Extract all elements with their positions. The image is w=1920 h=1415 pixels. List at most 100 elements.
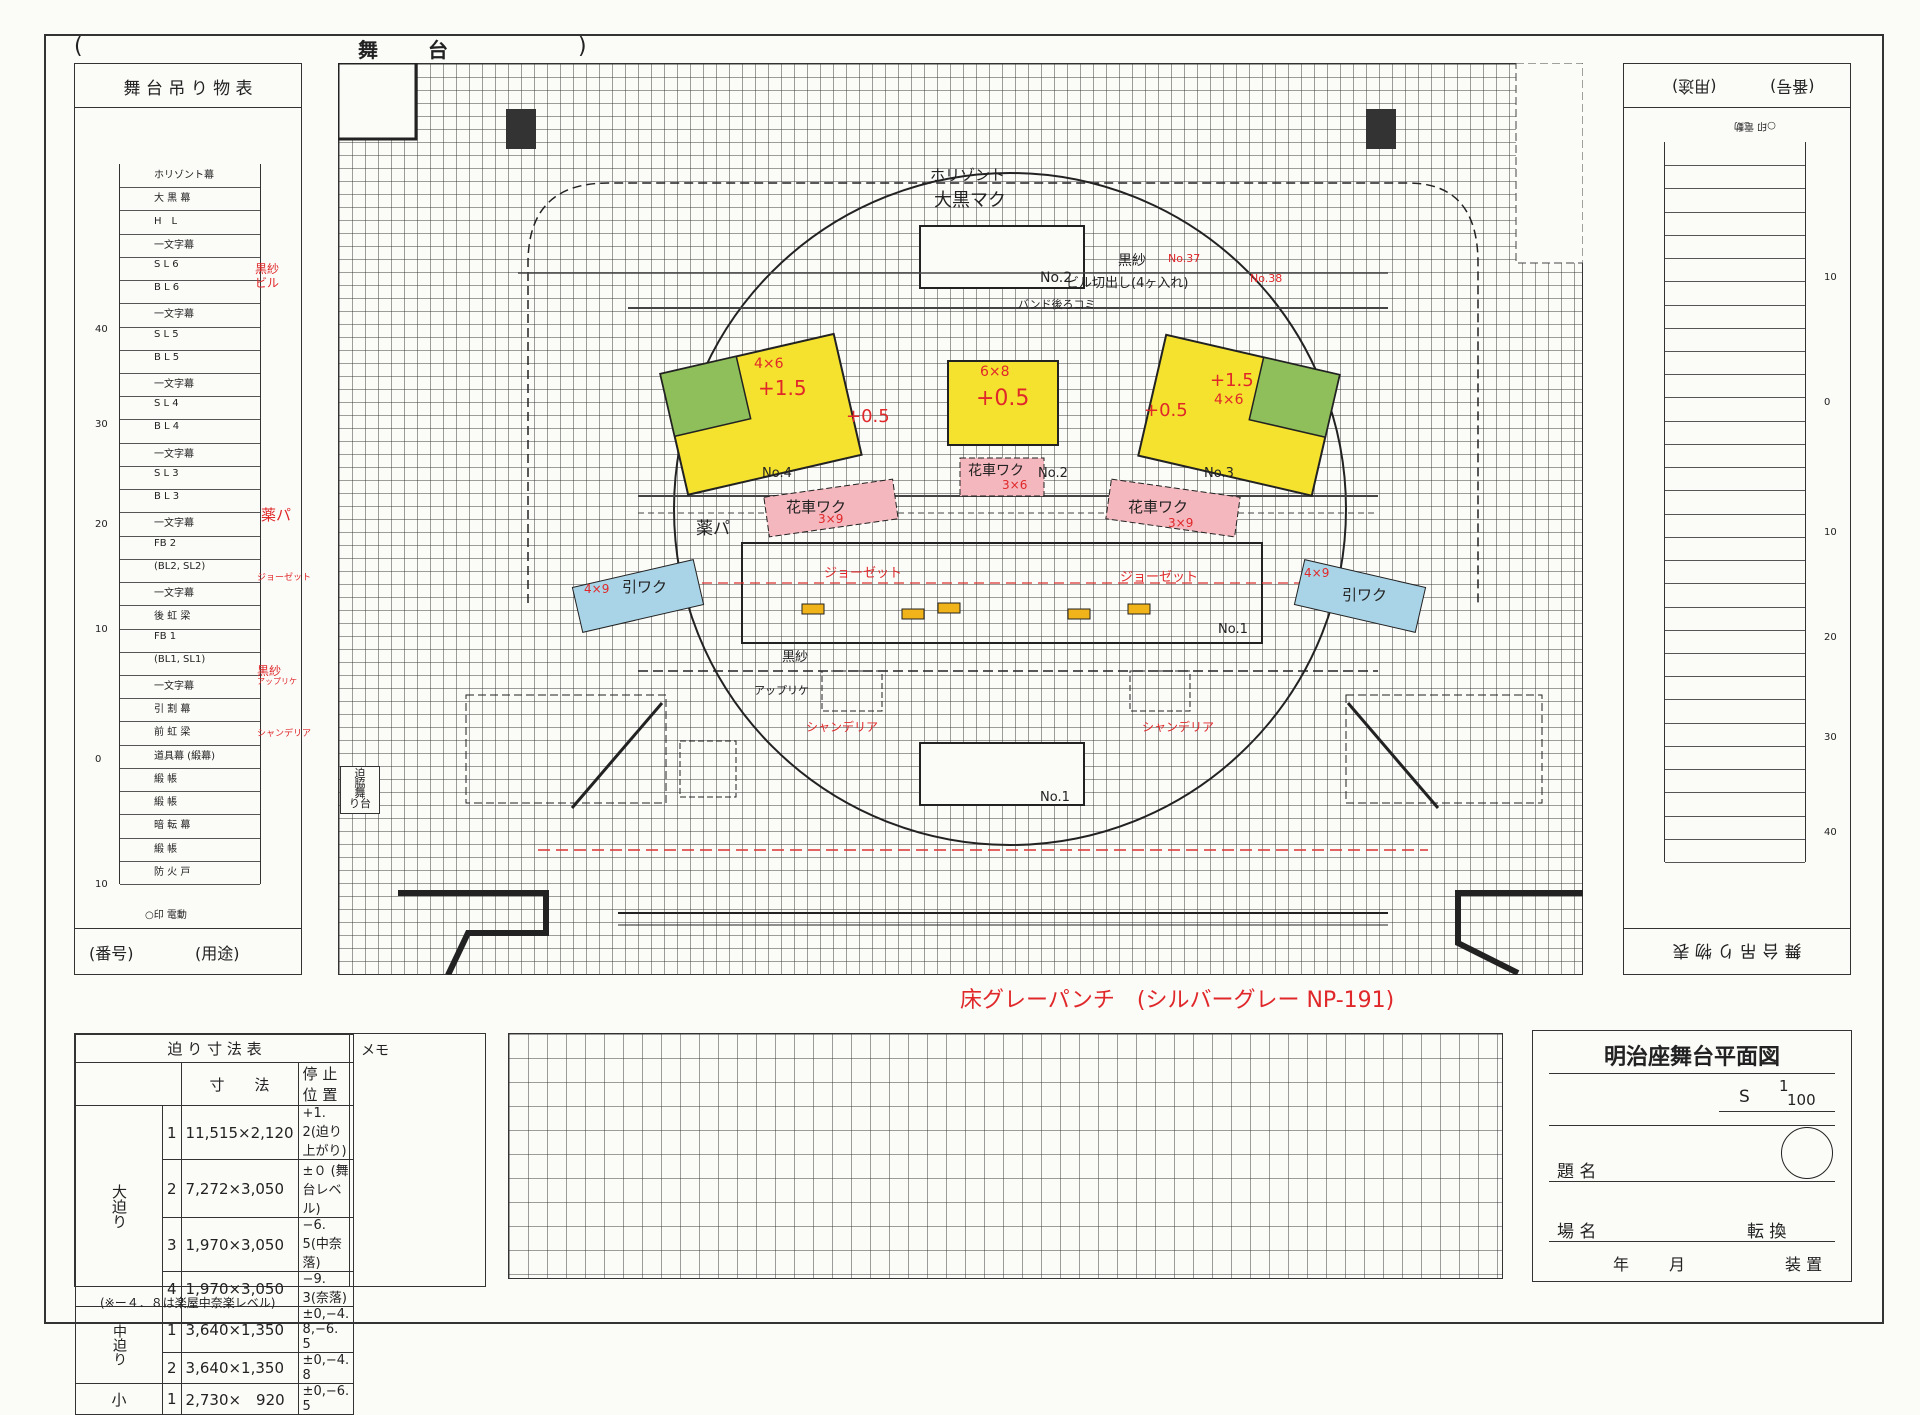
batten-row: 大 黒 幕 (120, 187, 260, 212)
label-hanaguruma-right-dims: 3×9 (1168, 516, 1194, 530)
header-close-paren: ) (578, 34, 587, 59)
drawing-sheet (44, 34, 1884, 1324)
group-label: 中迫り (75, 1306, 163, 1384)
label-horizont: ホリゾント (930, 166, 1006, 184)
label-no4: No.4 (762, 466, 792, 481)
batten-label: B L 4 (154, 421, 180, 433)
right-header-use: (用途) (1672, 77, 1717, 96)
batten-row (1665, 397, 1805, 422)
batten-row: FB 1 (120, 629, 260, 653)
batten-row: 緞 帳 (120, 768, 260, 793)
right-panel-title: 舞 台 吊 り 物 表 (1672, 940, 1802, 960)
batten-row: S L 5 (120, 327, 260, 351)
batten-label: S L 6 (154, 258, 179, 270)
row-stop: ±０ (舞台レベル) (297, 1159, 355, 1218)
group-label: 小 (75, 1383, 163, 1415)
hand-note-bill: ビル (255, 276, 280, 290)
header-title: 舞台 (358, 38, 498, 62)
label-hanaguruma-center: 花車ワク (968, 463, 1024, 479)
batten-row: (BL1, SL1) (120, 652, 260, 676)
scale-label: 0 (1824, 397, 1831, 408)
stage-plan-grid (338, 63, 1583, 975)
label-chandelier-right: シャンデリア (1142, 720, 1215, 734)
stage-pillar-left (506, 109, 536, 149)
batten-label: S L 5 (154, 328, 179, 340)
row-size: 3,640×1,350 (180, 1352, 299, 1384)
batten-label: 一文字幕 (154, 588, 194, 600)
label-no2-mid: No.2 (1038, 466, 1068, 481)
batten-row: S L 6 (120, 257, 260, 282)
row-stop: −9. 3(奈落) (297, 1271, 355, 1307)
cyclorama-dashed (527, 182, 1479, 603)
batten-label: ホリゾント幕 (154, 170, 214, 181)
right-header-number: (番号) (1770, 77, 1815, 96)
memo-label: メモ (361, 1043, 389, 1059)
label-kurosha-low: 黒紗 (782, 650, 809, 665)
batten-row: 前 虹 梁 (120, 721, 260, 746)
batten-label: 一文字幕 (154, 239, 194, 251)
row-number: 1 (162, 1105, 182, 1160)
batten-label: FB 2 (154, 537, 177, 549)
batten-label: 一文字幕 (154, 518, 194, 530)
seri-label: 迫 (354, 767, 366, 780)
batten-row (1665, 165, 1805, 190)
label-hanaguruma-left-dims: 3×9 (818, 512, 844, 526)
batten-label: (BL2, SL2) (154, 560, 206, 572)
hikiwaku-right (1293, 559, 1427, 633)
header-open-paren: ( (74, 34, 83, 59)
row-stop: ±0,−4. 8 (297, 1352, 355, 1384)
batten-row: 暗 転 幕 (120, 814, 260, 839)
stage-wall-left (338, 63, 418, 141)
batten-row (1665, 816, 1805, 840)
hand-note-kurosha2: 黒紗 (257, 664, 282, 678)
batten-row (1665, 537, 1805, 562)
floor-note: 床グレーパンチ (シルバーグレー NP-191) (960, 988, 1395, 1013)
batten-label: 一文字幕 (154, 680, 194, 692)
scale-label: 10 (1824, 272, 1837, 283)
batten-row: 一文字幕 (120, 675, 260, 700)
batten-label: FB 1 (154, 630, 177, 642)
dimension-table: 迫 り 寸 法 表 寸 法 停 止 位 置 大迫り 1 11,515×2,120… (74, 1034, 355, 1415)
hand-note-georgette: ジョーゼット (257, 573, 312, 583)
batten-row: 後 虹 梁 (120, 605, 260, 630)
group-label: 大迫り (75, 1105, 163, 1307)
seri-box: 迫 脇 舞 り台 (340, 766, 380, 814)
batten-row (1665, 444, 1805, 469)
label-no1-bottom: No.1 (1040, 790, 1070, 805)
row-stop: +1. 2(迫り上がり) (297, 1105, 355, 1160)
batten-row (1665, 583, 1805, 608)
batten-row: 道具幕 (緞幕) (120, 745, 260, 769)
batten-row (1665, 374, 1805, 399)
left-footer-number: (番号) (89, 944, 134, 963)
batten-row (1665, 351, 1805, 376)
batten-row: 緞 帳 (120, 791, 260, 816)
batten-label: S L 4 (154, 398, 179, 410)
batten-label: (BL1, SL1) (154, 653, 206, 665)
batten-row: H L (120, 210, 260, 235)
batten-row (1665, 467, 1805, 492)
label-no2-top: No.2 (1040, 270, 1073, 286)
right-scale: 10 0 10 20 30 40 (1824, 142, 1846, 862)
table-header-size: 寸 法 (180, 1062, 299, 1106)
batten-row: 一文字幕 (120, 512, 260, 537)
batten-row: 引 割 幕 (120, 698, 260, 723)
row-stop: ±0,−6. 5 (297, 1383, 355, 1415)
stage-wall-rightstrip (1515, 63, 1583, 264)
label-yakupa: 薬パ (696, 519, 730, 539)
month-label: 月 (1669, 1255, 1686, 1274)
batten-row: 緞 帳 (120, 838, 260, 862)
scale-label: 10 (95, 879, 108, 890)
label-hanaguruma-center-dims: 3×6 (1002, 478, 1028, 492)
batten-label: 一文字幕 (154, 379, 194, 391)
label-hikiwaku-left-dims: 4×9 (584, 582, 610, 596)
right-flyline-panel: 舞 台 吊 り 物 表 (用途) (番号) ○印 電動 10 0 10 20 3… (1623, 63, 1851, 975)
batten-row (1665, 607, 1805, 631)
row-size: 7,272×3,050 (180, 1159, 299, 1218)
batten-row: 一文字幕 (120, 303, 260, 328)
batten-row (1665, 676, 1805, 701)
batten-row (1665, 560, 1805, 585)
batten-label: B L 3 (154, 491, 180, 503)
label-left-elev: +1.5 (758, 376, 807, 400)
label-hikiwaku-right: 引ワク (1342, 586, 1388, 604)
